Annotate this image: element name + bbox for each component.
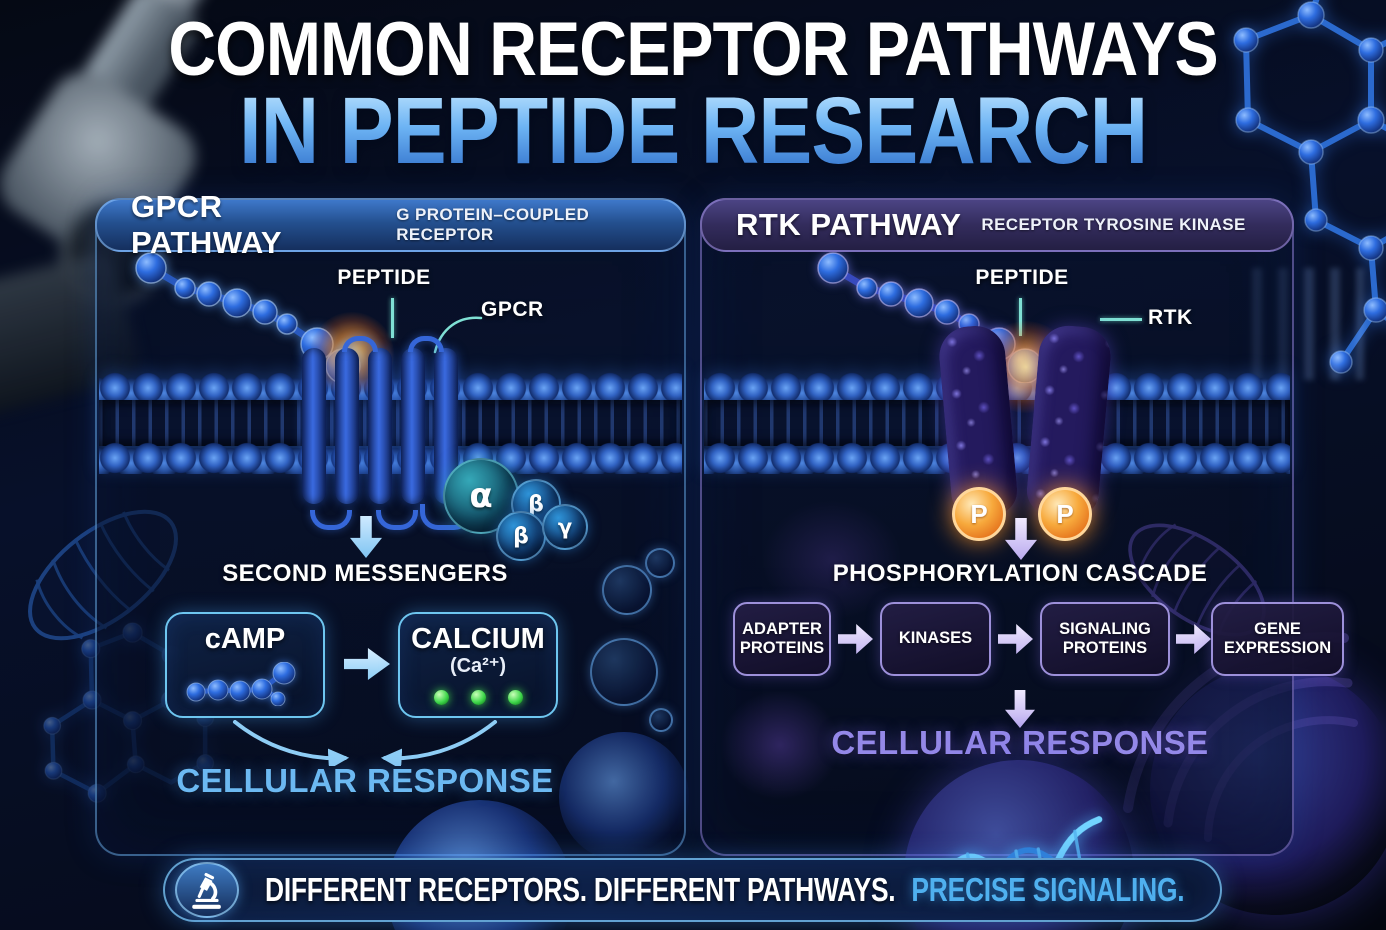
- peptide-leader-line: [1019, 298, 1022, 336]
- down-arrow-to-cascade: [1005, 518, 1037, 560]
- gpcr-receptor-label: GPCR: [481, 298, 544, 321]
- cascade-box-signaling-proteins: SIGNALING PROTEINS: [1040, 602, 1170, 676]
- vesicle-bubble: [602, 565, 652, 615]
- down-arrow-to-second-messengers: [350, 516, 382, 558]
- vesicle-bubble: [590, 638, 658, 706]
- footer-main-text: DIFFERENT RECEPTORS. DIFFERENT PATHWAYS.: [265, 871, 896, 908]
- microscope-icon: [175, 862, 239, 918]
- footer-text: DIFFERENT RECEPTORS. DIFFERENT PATHWAYS.…: [265, 871, 1185, 909]
- gpcr-panel-title: GPCR PATHWAY: [131, 189, 283, 260]
- gpcr-panel-subtitle: G PROTEIN–COUPLED RECEPTOR: [396, 205, 590, 244]
- camp-box: cAMP: [165, 612, 325, 718]
- rtk-leader-line: [1100, 318, 1142, 321]
- gpcr-panel-header: GPCR PATHWAY G PROTEIN–COUPLED RECEPTOR: [95, 189, 686, 260]
- footer-tagline-bar: DIFFERENT RECEPTORS. DIFFERENT PATHWAYS.…: [163, 858, 1222, 922]
- phosphate-circle-1: P: [952, 487, 1006, 541]
- cascade-arrow-2: [998, 624, 1033, 654]
- rtk-panel-subtitle: RECEPTOR TYROSINE KINASE: [981, 215, 1246, 234]
- title-line-2: IN PEPTIDE RESEARCH: [238, 78, 1148, 184]
- camp-molecule-icon: [186, 661, 296, 707]
- cascade-arrow-3: [1176, 624, 1211, 654]
- alpha-label: α: [469, 476, 493, 516]
- rtk-cellular-response-label: CELLULAR RESPONSE: [831, 724, 1209, 761]
- cascade-arrow-1: [838, 624, 873, 654]
- calcium-ion-label: (Ca²⁺): [449, 655, 507, 677]
- converging-arrows: [233, 720, 497, 766]
- title-line-1: COMMON RECEPTOR PATHWAYS: [168, 7, 1218, 92]
- peptide-label: PEPTIDE: [337, 266, 431, 289]
- cascade-box-kinases: KINASES: [880, 602, 991, 676]
- organelle-blob-decoration: [762, 500, 902, 620]
- camp-label: cAMP: [204, 623, 286, 655]
- gpcr-cellular-response-label: CELLULAR RESPONSE: [176, 762, 554, 799]
- peptide-leader-line: [391, 298, 394, 338]
- phosphate-circle-2: P: [1038, 487, 1092, 541]
- gamma-label: γ: [557, 515, 573, 539]
- rtk-receptor-illustration: [936, 321, 1114, 522]
- arrow-camp-to-calcium: [344, 648, 390, 680]
- rtk-pathway-panel: RTK PATHWAY RECEPTOR TYROSINE KINASE: [700, 198, 1344, 930]
- rtk-receptor-label: RTK: [1148, 306, 1193, 329]
- phosphorylation-cascade-label: PHOSPHORYLATION CASCADE: [832, 560, 1208, 587]
- gpcr-receptor-illustration: [302, 312, 472, 530]
- cascade-box-adapter-proteins: ADAPTER PROTEINS: [733, 602, 831, 676]
- phosphate-label-1: P: [970, 498, 988, 529]
- vesicle-bubble: [649, 708, 673, 732]
- beta-label-1: β: [528, 491, 544, 517]
- vesicle-bubble: [645, 548, 675, 578]
- page-title: COMMON RECEPTOR PATHWAYS IN PEPTIDE RESE…: [0, 12, 1386, 179]
- calcium-box: CALCIUM (Ca²⁺): [398, 612, 558, 718]
- gpcr-pathway-panel: GPCR PATHWAY G PROTEIN–COUPLED RECEPTOR …: [95, 189, 689, 930]
- g-protein-beta-subunit-2: β: [496, 511, 546, 561]
- down-arrow-to-response: [1005, 690, 1035, 728]
- footer-accent-text: PRECISE SIGNALING.: [911, 871, 1185, 908]
- rtk-panel-header: RTK PATHWAY RECEPTOR TYROSINE KINASE: [700, 198, 1294, 252]
- cell-glow-illustration: [559, 732, 689, 862]
- rtk-panel-title: RTK PATHWAY: [736, 207, 962, 242]
- cascade-box-gene-expression: GENE EXPRESSION: [1211, 602, 1344, 676]
- phosphate-label-2: P: [1056, 498, 1074, 529]
- calcium-label: CALCIUM: [411, 623, 545, 655]
- organelle-blob-decoration: [720, 690, 840, 800]
- beta-label-2: β: [513, 523, 529, 549]
- peptide-label: PEPTIDE: [975, 266, 1069, 289]
- second-messengers-label: SECOND MESSENGERS: [222, 560, 508, 587]
- calcium-ions-icon: [400, 690, 556, 705]
- g-protein-gamma-subunit: γ: [542, 504, 588, 550]
